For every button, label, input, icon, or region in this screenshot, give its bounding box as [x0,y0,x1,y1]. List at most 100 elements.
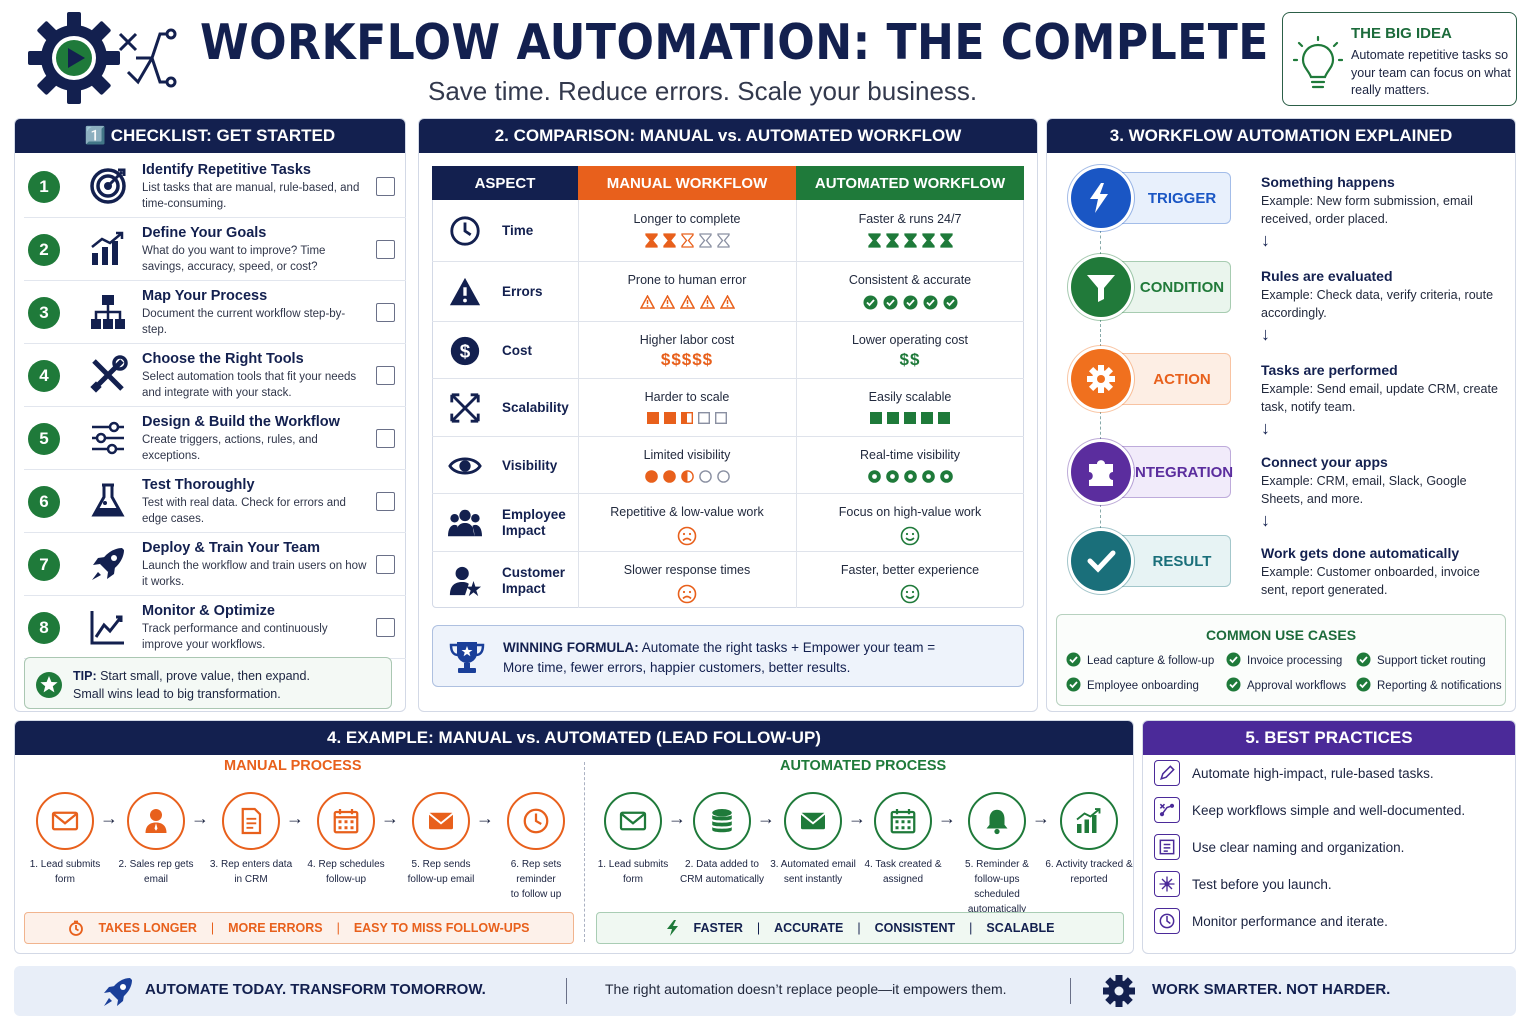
aspect-label: Employee Impact [502,507,566,538]
explained-heading: 3. WORKFLOW AUTOMATION EXPLAINED [1047,119,1515,153]
best-practice-item: Monitor performance and iterate. [1154,906,1388,936]
arrow-right-icon: → [191,808,209,828]
step-desc: Example: New form submission, email rece… [1261,194,1473,226]
automated-rating-icons [796,412,1024,424]
checklist-item-title: Deploy & Train Your Team [142,540,321,556]
checklist-checkbox[interactable] [376,366,395,385]
arrow-right-icon: → [476,808,494,828]
use-case-label: Lead capture & follow-up [1087,655,1215,667]
comparison-heading: 2. COMPARISON: MANUAL vs. AUTOMATED WORK… [419,119,1037,153]
best-practice-text: Monitor performance and iterate. [1192,913,1388,929]
use-case-label: Support ticket routing [1377,655,1486,667]
step-label-line: 5. Reminder & follow-ups [965,859,1029,885]
automated-value: Real-time visibility [859,448,961,462]
aspect-label: Visibility [502,457,558,473]
use-case-item: Lead capture & follow-up [1066,652,1214,670]
step-label-line: reported [1070,874,1108,885]
expand-icon [448,391,482,430]
example-heading: 4. EXAMPLE: MANUAL vs. AUTOMATED (LEAD F… [15,721,1133,755]
automated-value: Consistent & accurate [848,273,972,287]
calendar-icon [317,792,375,850]
step-number-badge: 2 [28,234,60,266]
use-case-item: Support ticket routing [1356,652,1486,670]
automated-rating-icons [796,295,1024,310]
hierarchy-icon [88,292,128,332]
customer-icon [448,564,482,603]
checklist-checkbox[interactable] [376,618,395,637]
rocket-icon [88,544,128,584]
step-label-line: in CRM [234,874,268,885]
step-number-badge: 3 [28,297,60,329]
eye-icon [448,449,482,488]
connector-line [1100,411,1101,440]
test-icon [1154,871,1180,897]
aspect-label: Scalability [502,400,569,415]
best-practice-text: Automate high-impact, rule-based tasks. [1192,765,1434,781]
bell-icon [968,792,1026,850]
col-header-aspect: ASPECT [432,166,578,200]
comparison-panel: 2. COMPARISON: MANUAL vs. AUTOMATED WORK… [418,118,1038,712]
check-circle-icon [1356,652,1371,670]
automated-value: Faster, better experience [840,563,980,577]
mail-icon [784,792,842,850]
automated-rating-icons [796,526,1024,546]
checklist-checkbox[interactable] [376,177,395,196]
star-icon [36,672,62,698]
tools-icon [88,355,128,395]
tip-text: TIP: Start small, prove value, then expa… [73,668,310,703]
automated-rating-icons [796,584,1024,604]
bar-separator: | [969,921,973,935]
tip-line-2: Small wins lead to big transformation. [73,686,281,701]
manual-summary-item: TAKES LONGER [98,921,197,935]
workflow-icon [1154,797,1180,823]
arrow-right-icon: → [938,808,956,828]
checklist-checkbox[interactable] [376,303,395,322]
database-icon [693,792,751,850]
col-divider [578,200,579,608]
monitor-icon [1154,908,1180,934]
col-header-automated: AUTOMATED WORKFLOW [796,166,1024,200]
checklist-item-title: Choose the Right Tools [142,351,304,367]
checklist-checkbox[interactable] [376,429,395,448]
connector-line [1100,504,1101,529]
manual-rating-icons [578,584,796,604]
big-idea-box: THE BIG IDEA Automate repetitive tasks s… [1282,12,1517,106]
line-chart-icon [88,607,128,647]
checklist-item-desc: Create triggers, actions, rules, and exc… [142,434,318,462]
auto-summary-item: ACCURATE [774,921,844,935]
arrow-right-icon: → [286,808,304,828]
checklist-checkbox[interactable] [376,240,395,259]
step-title: Tasks are performed [1261,362,1398,378]
bar-separator: | [210,921,215,935]
pencil-icon [1154,760,1180,786]
filter-icon [1071,257,1131,317]
use-case-label: Invoice processing [1247,655,1343,667]
workflow-step-integration: INTEGRATION [1071,442,1233,502]
checklist-item-desc: List tasks that are manual, rule-based, … [142,182,360,210]
checklist-checkbox[interactable] [376,492,395,511]
footer-bar: AUTOMATE TODAY. TRANSFORM TOMORROW. The … [14,966,1516,1016]
step-title: Something happens [1261,174,1395,190]
workflow-step-result: RESULT [1071,531,1231,591]
puzzle-icon [1071,442,1131,502]
stopwatch-icon [68,920,84,936]
checklist-checkbox[interactable] [376,555,395,574]
best-practice-item: Automate high-impact, rule-based tasks. [1154,758,1434,788]
step-number-badge: 4 [28,360,60,392]
tip-label: TIP: [73,669,97,683]
connector-line [1100,230,1101,255]
